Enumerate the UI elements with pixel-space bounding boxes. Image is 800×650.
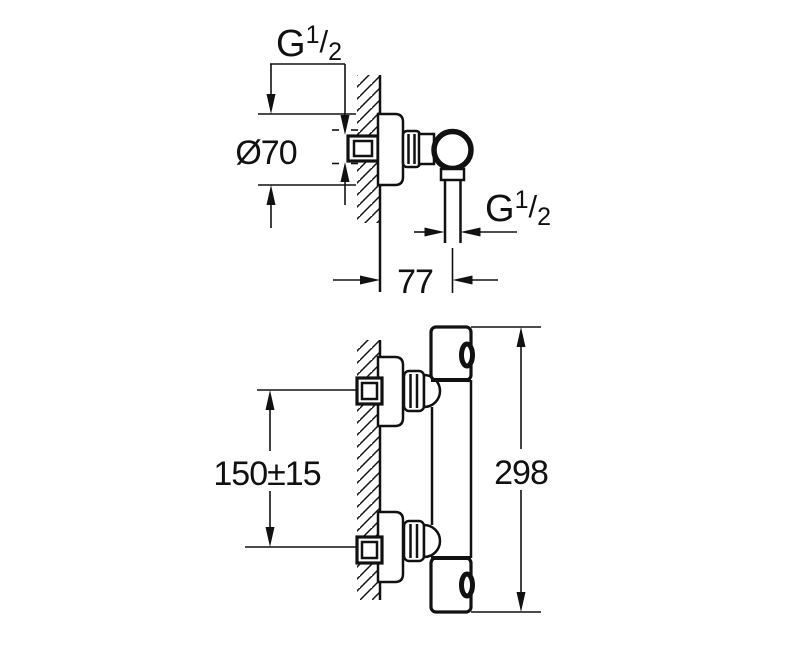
dimension-wall-projection: 77 [333,248,498,301]
outlet-collar [439,167,466,182]
dimension-thread-pipe: G1/2 [414,186,551,237]
dimension-thread-top: G1/2 [266,21,358,205]
thread-top-label: G1/2 [276,21,342,66]
lower-union-nut [402,519,426,563]
upper-escutcheon [376,355,405,428]
wall-projection-label: 77 [397,263,433,301]
upper-union-nut [402,369,426,413]
lower-inlet-connection [355,510,442,584]
escutcheon-diameter-label: Ø70 [235,134,296,172]
escutcheon-side [376,112,405,187]
top-view: G1/2 Ø70 G1/2 77 [235,21,551,301]
valve-body-circle [431,128,474,172]
bottom-cap-grip-mark [459,571,475,599]
supply-square-fitting [346,134,380,163]
thread-pipe-label: G1/2 [485,186,551,231]
dimension-inlet-spacing: 150±15 [213,389,356,548]
bottom-view: 150±15 298 [213,325,549,614]
top-cap-grip-mark [459,341,475,369]
dimension-escutcheon-diameter: Ø70 [235,113,356,228]
outlet-pipe [443,180,462,243]
union-nut [401,129,422,169]
body-height-label: 298 [494,454,548,492]
inlet-spacing-label: 150±15 [213,455,320,493]
lower-escutcheon [376,510,405,584]
dimension-body-height: 298 [471,326,549,613]
thermostat-body [429,325,475,614]
upper-inlet-connection [355,355,442,428]
lower-inlet-dome [422,523,442,559]
